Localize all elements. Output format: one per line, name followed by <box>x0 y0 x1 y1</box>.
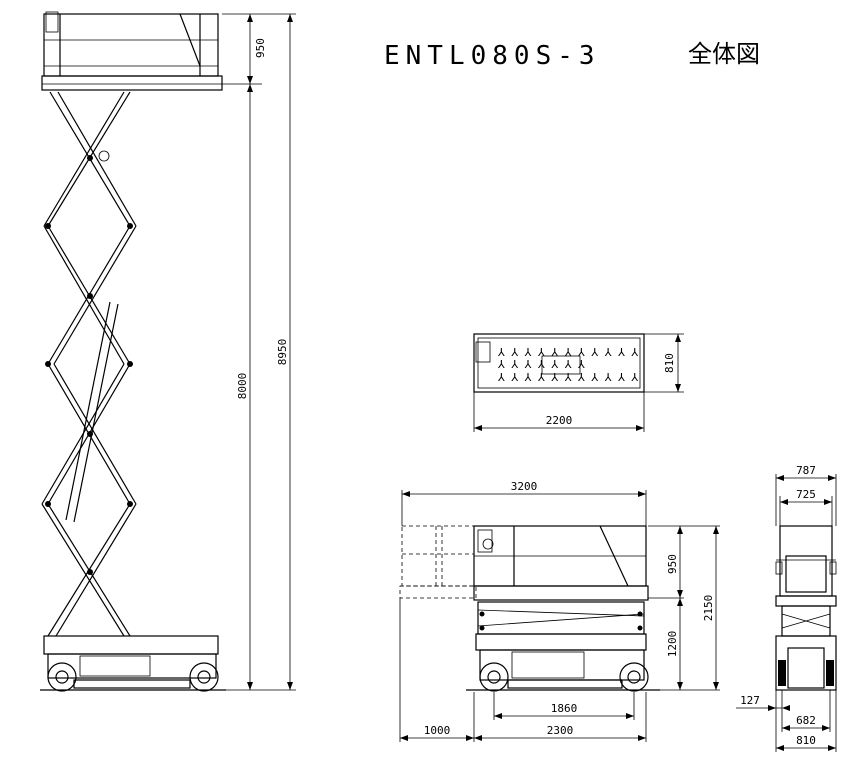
side-view-stowed: 3200 950 1200 2150 1860 1000 2300 <box>399 480 720 742</box>
stowed-rear-wheel <box>479 662 509 692</box>
svg-text:⅄ ⅄ ⅄ ⅄ ⅄ ⅄ ⅄ ⅄ ⅄ ⅄ ⅄: ⅄ ⅄ ⅄ ⅄ ⅄ ⅄ ⅄ ⅄ ⅄ ⅄ ⅄ <box>497 346 638 359</box>
rear-wheel <box>47 662 77 692</box>
dim-top-length: 2200 <box>546 414 573 427</box>
dim-stowed-rail-height: 950 <box>666 554 679 574</box>
dim-wheelbase: 1860 <box>551 702 578 715</box>
dim-extension: 1000 <box>424 724 451 737</box>
stowed-front-wheel <box>619 662 649 692</box>
dim-front-inner-width: 725 <box>796 488 816 501</box>
dim-stowed-base-height: 1200 <box>666 631 679 658</box>
dim-front-track: 682 <box>796 714 816 727</box>
dim-front-base-width: 810 <box>796 734 816 747</box>
front-view: 787 725 127 682 810 <box>736 464 837 752</box>
side-view-extended: 950 8000 8950 <box>40 11 296 692</box>
drawing-title: ENTL080S-3 <box>384 41 601 71</box>
dim-side-total-height: 8950 <box>276 339 289 366</box>
drawing-title-suffix: 全体図 <box>688 40 760 68</box>
svg-text:⅄ ⅄ ⅄ ⅄ ⅄ ⅄ ⅄ ⅄ ⅄ ⅄ ⅄: ⅄ ⅄ ⅄ ⅄ ⅄ ⅄ ⅄ ⅄ ⅄ ⅄ ⅄ <box>497 371 638 384</box>
platform-top-outline <box>473 333 645 393</box>
dim-side-lift-height: 8000 <box>236 373 249 400</box>
top-view: ⅄ ⅄ ⅄ ⅄ ⅄ ⅄ ⅄ ⅄ ⅄ ⅄ ⅄ ⅄ ⅄ ⅄ ⅄ ⅄ ⅄ ⅄ ⅄ ⅄ … <box>473 333 684 432</box>
stowed-deck <box>473 585 649 601</box>
dim-front-wheel-offset: 127 <box>740 694 760 707</box>
front-wheel <box>189 662 219 692</box>
dim-stowed-length: 3200 <box>511 480 538 493</box>
svg-text:⅄ ⅄ ⅄ ⅄ ⅄ ⅄ ⅄: ⅄ ⅄ ⅄ ⅄ ⅄ ⅄ ⅄ <box>497 358 585 371</box>
scissor-stack <box>41 91 137 637</box>
dim-base-length: 2300 <box>547 724 574 737</box>
platform-deck <box>41 75 223 91</box>
chassis-top <box>43 635 219 655</box>
dim-front-outer-width: 787 <box>796 464 816 477</box>
dim-top-width: 810 <box>663 353 676 373</box>
front-guardrail <box>779 525 833 597</box>
dim-side-rail-height: 950 <box>254 38 267 58</box>
dim-stowed-total-height: 2150 <box>702 595 715 622</box>
chassis-body <box>47 653 217 679</box>
